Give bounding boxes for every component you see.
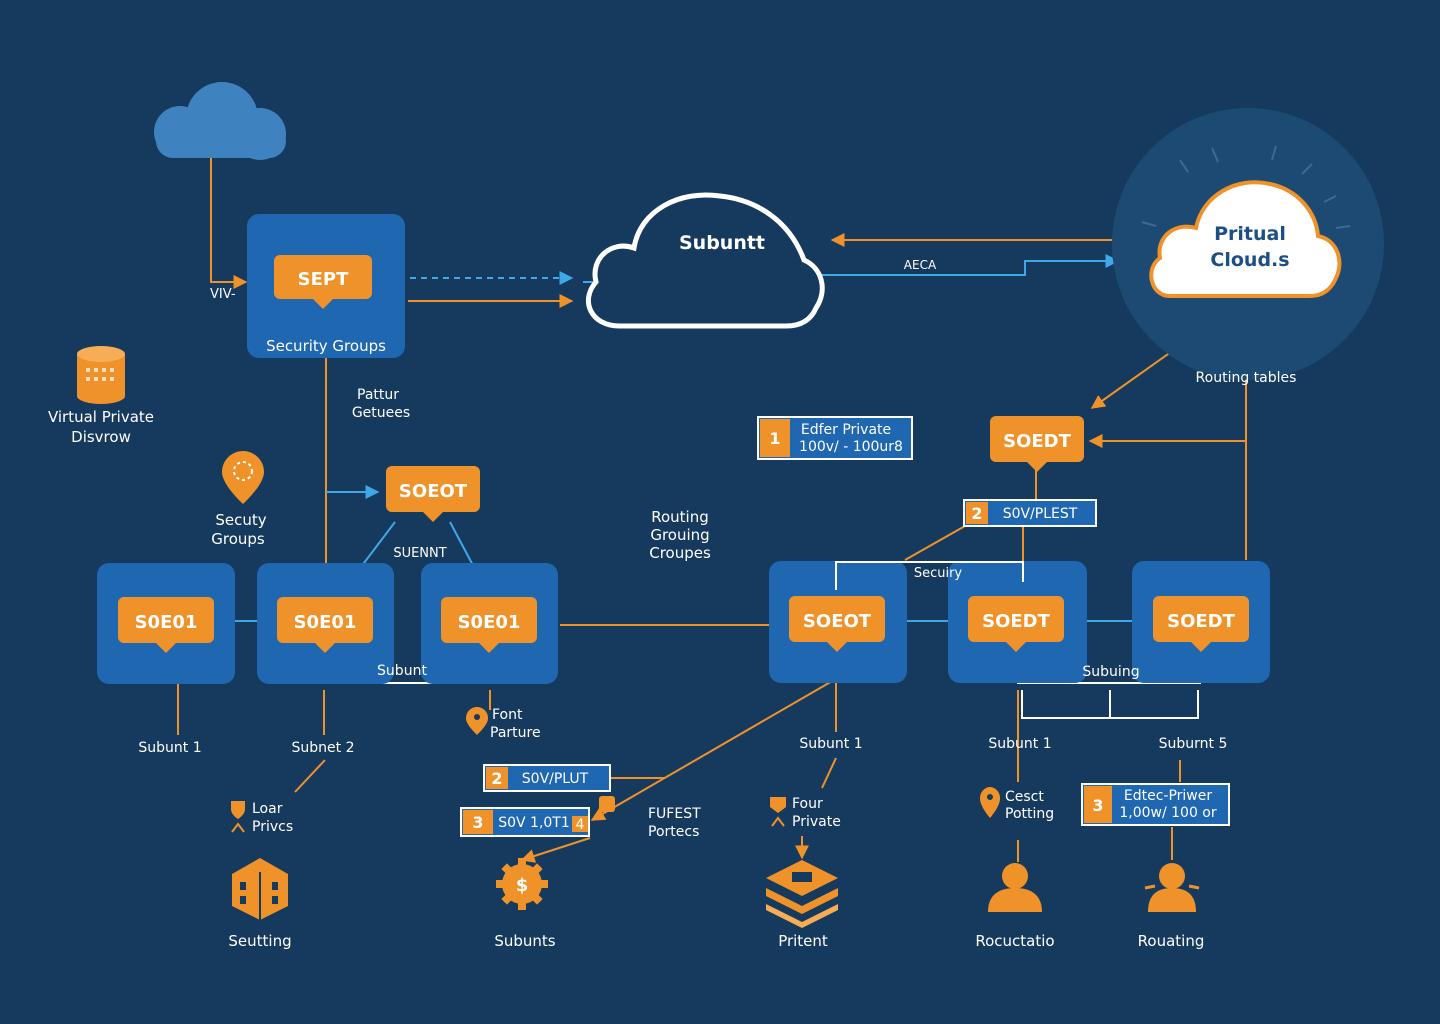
svg-text:1,00w/ 100 or: 1,00w/ 100 or	[1119, 805, 1217, 821]
map-pin-icon	[222, 451, 264, 504]
svg-text:S0V/PLEST: S0V/PLEST	[1003, 506, 1078, 522]
rocuctatio-label: Rocuctatio	[975, 932, 1054, 950]
cesct-line2: Potting	[1005, 806, 1054, 822]
font-parture-line2: Parture	[490, 725, 541, 741]
subnet-2-label: Subnet 2	[292, 740, 355, 756]
aeca-label: AECA	[904, 258, 937, 272]
svg-text:2: 2	[971, 504, 982, 523]
four-line1: Four	[792, 796, 823, 812]
center-cloud-label: Subuntt	[679, 232, 765, 254]
gear-dollar-icon: $	[496, 858, 548, 910]
pattur-label-line1: Pattur	[357, 387, 399, 403]
routing-tables-label: Routing tables	[1196, 370, 1297, 386]
svg-text:100v/ - 100ur8: 100v/ - 100ur8	[799, 439, 903, 455]
subnet-tag-4[interactable]: SOEOT	[789, 596, 885, 652]
pritual-cloud-label-line2: Cloud.s	[1210, 249, 1289, 271]
svg-text:3: 3	[472, 813, 483, 832]
svg-text:SOEDT: SOEDT	[1003, 431, 1072, 452]
center-cloud-icon[interactable]	[585, 192, 825, 329]
svg-text:SOEOT: SOEOT	[803, 611, 872, 632]
pritent-label: Pritent	[778, 932, 828, 950]
badge-3-right[interactable]: 3 Edtec-Priwer 1,00w/ 100 or	[1081, 783, 1230, 826]
font-parture-line1: Font	[492, 707, 523, 723]
svg-text:4: 4	[576, 817, 585, 833]
pritual-cloud-label-line1: Pritual	[1214, 223, 1286, 245]
cloud-icon	[154, 82, 286, 160]
subnet-tag-6[interactable]: SOEDT	[1153, 596, 1249, 652]
svg-text:Edtec-Priwer: Edtec-Priwer	[1124, 788, 1212, 804]
stack-icon	[766, 860, 838, 928]
badge-2[interactable]: 2 S0V/PLUT	[483, 764, 611, 792]
tag-icon-four	[770, 797, 786, 827]
badge-2-right[interactable]: 2 S0V/PLEST	[963, 499, 1097, 527]
subnet-5-label: Suburnt 5	[1159, 736, 1228, 752]
svg-text:SEPT: SEPT	[298, 269, 349, 290]
svg-text:S0E01: S0E01	[458, 612, 521, 633]
subnet-tag-1[interactable]: S0E01	[118, 597, 214, 653]
viv-label: VIV-	[210, 287, 236, 302]
security-groups-label-line1: Secuty	[215, 511, 266, 529]
svg-text:1: 1	[769, 429, 780, 448]
subnet-tag-5[interactable]: SOEDT	[968, 596, 1064, 652]
subnet-tag-2[interactable]: S0E01	[277, 597, 373, 653]
svg-text:S0V/PLUT: S0V/PLUT	[522, 771, 589, 787]
subunts-label: Subunts	[494, 932, 555, 950]
small-tag-icon	[599, 796, 615, 812]
routing-label-line2: Grouing	[650, 526, 709, 544]
soedt-tag-right-top[interactable]: SOEDT	[990, 416, 1084, 472]
loar-line2: Privcs	[252, 819, 293, 835]
pin-icon-font	[466, 707, 488, 735]
security-groups-label-line2: Groups	[211, 530, 265, 548]
subnet-tag-3[interactable]: S0E01	[441, 597, 537, 653]
fufest-line2: Portecs	[648, 824, 699, 840]
user-icon-2	[1144, 863, 1200, 912]
svg-text:Edfer Private: Edfer Private	[801, 422, 891, 438]
user-icon-1	[988, 863, 1042, 912]
seutting-label: Seutting	[228, 932, 291, 950]
subunt-bridge-label: Subunt	[377, 663, 427, 679]
routing-label-line1: Routing	[651, 508, 709, 526]
four-line2: Private	[792, 814, 841, 830]
pin-icon-cesct	[980, 787, 1000, 818]
fufest-line1: FUFEST	[648, 806, 701, 822]
subnet-1-label: Subunt 1	[138, 740, 201, 756]
suennt-label: SUENNT	[393, 546, 446, 561]
svg-text:SOEDT: SOEDT	[982, 611, 1051, 632]
sept-tag[interactable]: SEPT	[274, 255, 372, 309]
security-bridge-label: Secuiry	[914, 566, 963, 581]
building-icon	[232, 858, 288, 920]
svg-text:3: 3	[1092, 796, 1103, 815]
routing-label-line3: Croupes	[649, 544, 711, 562]
sun-rays	[1141, 145, 1351, 229]
subnet-1b-label: Subunt 1	[988, 736, 1051, 752]
svg-text:S0E01: S0E01	[294, 612, 357, 633]
subuing-label: Subuing	[1082, 664, 1139, 680]
subnet-1a-label: Subunt 1	[799, 736, 862, 752]
svg-text:SOEOT: SOEOT	[399, 481, 468, 502]
svg-text:S0V 1,0T1: S0V 1,0T1	[498, 815, 570, 831]
rouating-label: Rouating	[1138, 932, 1205, 950]
database-icon	[77, 346, 125, 404]
svg-text:2: 2	[491, 769, 502, 788]
pattur-label-line2: Getuees	[352, 405, 410, 421]
pritual-cloud-icon[interactable]	[1149, 180, 1342, 298]
svg-text:S0E01: S0E01	[135, 612, 198, 633]
soeot-tag-mid[interactable]: SOEOT	[386, 466, 480, 522]
vpd-label-line2: Disvrow	[71, 428, 131, 446]
shield-icon	[231, 801, 245, 833]
vpd-label-line1: Virtual Private	[48, 408, 154, 426]
svg-text:SOEDT: SOEDT	[1167, 611, 1236, 632]
badge-3[interactable]: 3 S0V 1,0T1 4	[460, 807, 590, 837]
security-groups-panel-label: Security Groups	[266, 337, 386, 355]
loar-line1: Loar	[252, 801, 283, 817]
badge-1[interactable]: 1 Edfer Private 100v/ - 100ur8	[757, 416, 913, 460]
cesct-line1: Cesct	[1005, 789, 1044, 805]
svg-text:$: $	[516, 875, 529, 896]
